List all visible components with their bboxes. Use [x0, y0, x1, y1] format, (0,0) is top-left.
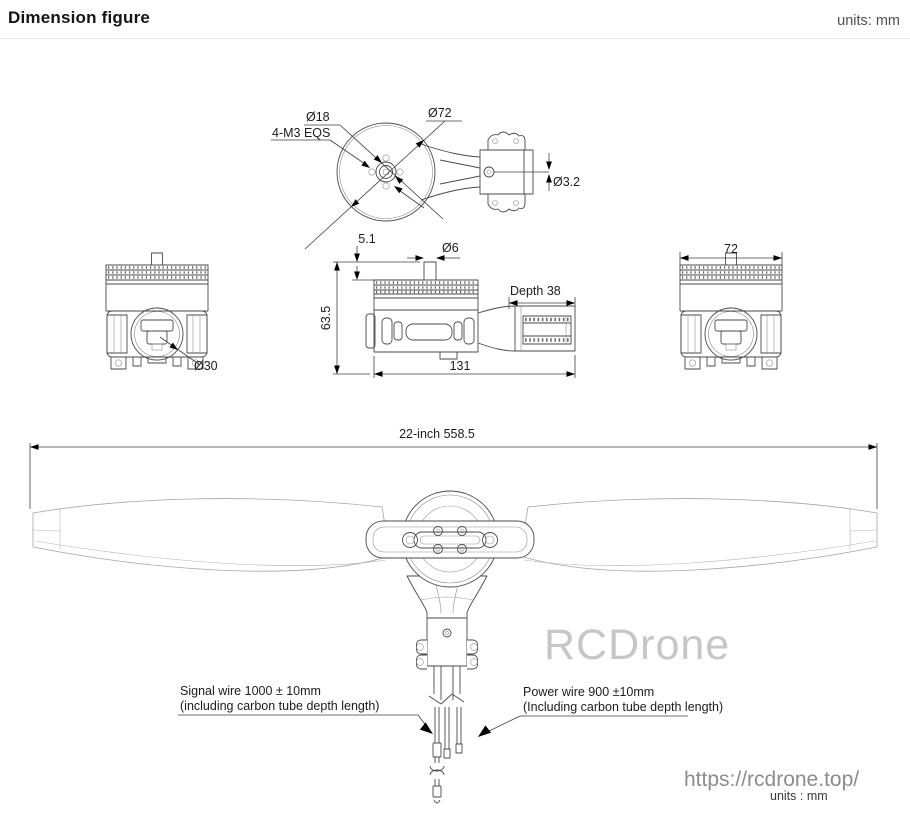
signal-wire-label-line2: (including carbon tube depth length) [180, 699, 379, 713]
dim-label-shaft-circle-diameter: Ø18 [306, 110, 330, 124]
top-view-drawing: Ø18 4-M3 EQS Ø72 Ø3.2 [271, 106, 580, 250]
dim-label-arm-hole-diameter: Ø3.2 [553, 175, 580, 189]
units-label-bottom: units : mm [770, 789, 828, 803]
header-divider [0, 38, 910, 39]
dim-label-socket-depth: Depth 38 [510, 284, 561, 298]
dim-label-motor-diameter: Ø72 [428, 106, 452, 120]
front-view-right-drawing: 72 [678, 242, 784, 371]
units-label-top: units: mm [837, 13, 900, 29]
watermark-text: RCDrone [544, 621, 730, 669]
dim-label-overall-height: 63.5 [319, 306, 333, 330]
website-url-text: https://rcdrone.top/ [684, 768, 859, 791]
dim-label-shaft-diameter: Ø6 [442, 241, 459, 255]
dim-label-overall-length: 131 [450, 359, 471, 373]
dim-label-shaft-step: 5.1 [358, 232, 375, 246]
dim-label-bell-diameter: Ø30 [194, 359, 218, 373]
propeller-view-drawing: 22-inch 558.5 [29, 427, 878, 804]
signal-wire-label-line1: Signal wire 1000 ± 10mm [180, 684, 321, 698]
front-view-left-drawing: Ø30 [104, 251, 218, 373]
side-view-drawing: 63.5 5.1 Ø6 Depth 38 [319, 232, 576, 378]
dim-label-overall-width: 72 [724, 242, 738, 256]
page-title: Dimension figure [8, 8, 151, 27]
power-wire-label-line2: (Including carbon tube depth length) [523, 700, 723, 714]
power-wire-label-line1: Power wire 900 ±10mm [523, 685, 654, 699]
dim-label-prop-span: 22-inch 558.5 [399, 427, 475, 441]
dim-label-bolt-pattern: 4-M3 EQS [272, 126, 330, 140]
